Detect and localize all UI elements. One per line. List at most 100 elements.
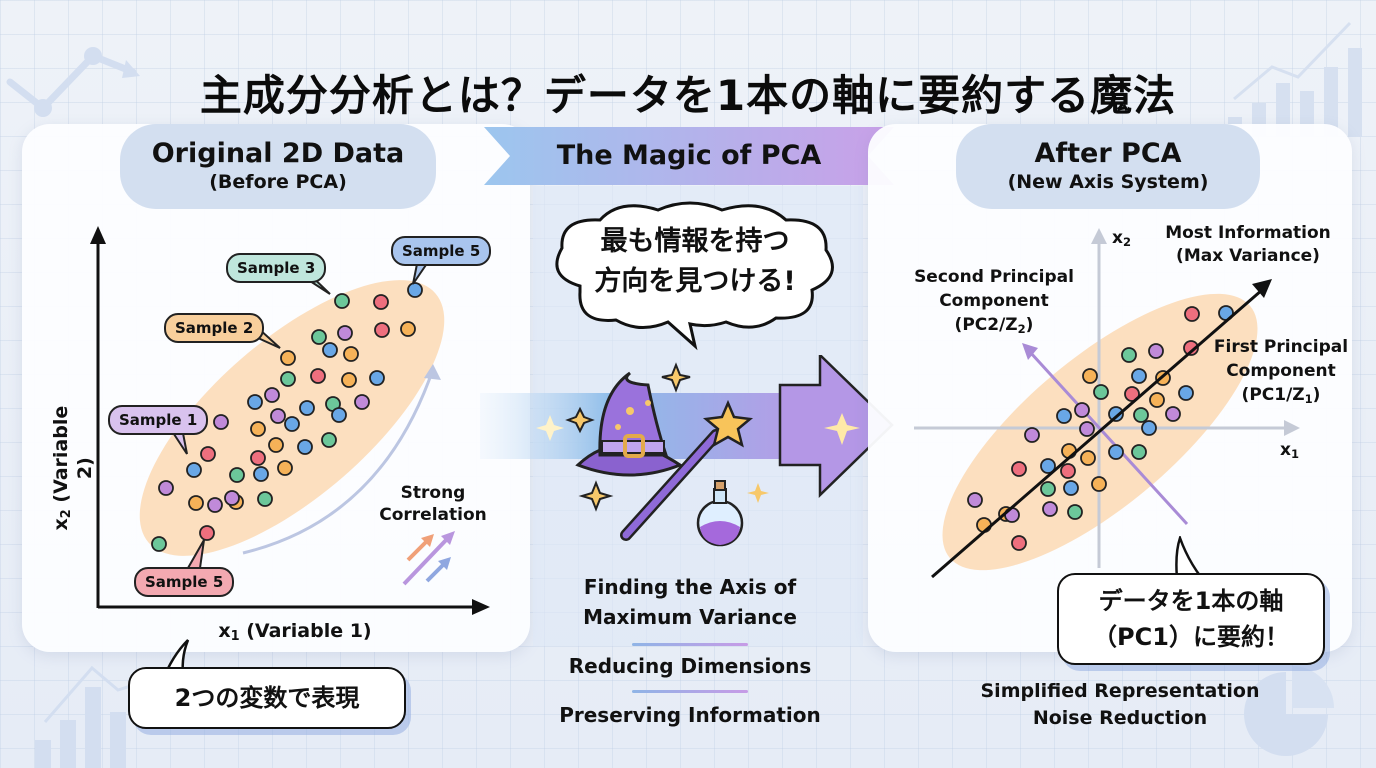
potion-bottle-icon — [696, 480, 744, 547]
data-point — [1178, 385, 1194, 401]
data-point — [1108, 444, 1124, 460]
thought-bubble-cloud — [555, 201, 834, 351]
data-point — [373, 294, 389, 310]
data-point — [334, 293, 350, 309]
subheading-text: (New Axis System) — [1007, 171, 1209, 193]
divider — [632, 690, 748, 693]
x1-axis-label: x1 — [1280, 440, 1299, 461]
caption-line-2: Maximum Variance — [583, 605, 797, 629]
data-point — [268, 437, 284, 453]
decorative-line-chart-icon — [6, 47, 140, 117]
magic-ribbon-banner — [484, 127, 894, 185]
pc1-subscript: 1 — [1304, 391, 1313, 406]
data-point — [207, 497, 223, 513]
data-point — [1067, 504, 1083, 520]
data-point — [1011, 535, 1027, 551]
data-point — [343, 346, 359, 362]
data-point — [1184, 306, 1200, 322]
data-point — [213, 414, 229, 430]
data-point — [299, 400, 315, 416]
callout-line-2: （PC1）に要約！ — [1093, 623, 1289, 651]
data-point — [1040, 481, 1056, 497]
x1-var: x — [1280, 440, 1291, 460]
data-point — [1042, 501, 1058, 517]
x1-subscript: 1 — [1290, 446, 1300, 461]
data-point — [1148, 343, 1164, 359]
data-point — [151, 536, 167, 552]
data-point — [277, 460, 293, 476]
data-point — [1011, 461, 1027, 477]
sparkle-icon — [747, 483, 769, 503]
data-point — [284, 416, 300, 432]
magic-illustration — [480, 355, 894, 547]
x2-var: x — [1112, 228, 1123, 248]
right-arrow-icon — [778, 355, 894, 498]
data-point — [297, 439, 313, 455]
data-point — [354, 394, 370, 410]
data-point — [1141, 420, 1157, 436]
data-point — [1024, 427, 1040, 443]
data-point — [337, 325, 353, 341]
caption-line-1: Finding the Axis of — [583, 575, 797, 599]
sparkle-icon — [661, 362, 691, 393]
data-point — [1149, 392, 1165, 408]
data-point — [1133, 407, 1149, 423]
data-point — [310, 368, 326, 384]
data-point — [1060, 463, 1076, 479]
pc1-axis-line — [931, 288, 1263, 579]
page-title: 主成分分析とは？データを1本の軸に要約する魔法 — [199, 71, 1177, 121]
sample-tag: Sample 1 — [108, 405, 209, 435]
x2-axis-arrow-icon — [1091, 228, 1107, 244]
pc2-subscript: 2 — [1017, 321, 1026, 336]
data-point — [1091, 476, 1107, 492]
pc2-line-2: Component — [939, 291, 1049, 311]
pc1-prefix: (PC1/Z — [1241, 385, 1305, 405]
pc2-label: Second Principal Component (PC2/Z2) — [906, 265, 1082, 341]
magic-wand-icon — [620, 399, 754, 541]
data-point — [188, 495, 204, 511]
data-point — [374, 322, 390, 338]
data-point — [1063, 480, 1079, 496]
data-point — [322, 342, 338, 358]
data-point — [257, 491, 273, 507]
reducing-dimensions-text: Reducing Dimensions — [568, 654, 812, 678]
heading-text: After PCA — [1034, 138, 1182, 169]
data-point — [369, 370, 385, 386]
callout-line-1: データを1本の軸 — [1098, 587, 1284, 615]
pc2-suffix: ) — [1025, 315, 1034, 335]
x2-subscript: 2 — [1122, 234, 1132, 249]
data-point — [1082, 368, 1098, 384]
pc1-label: First Principal Component (PC1/Z1) — [1208, 335, 1354, 411]
data-point — [186, 462, 202, 478]
sparkle-icon — [536, 415, 564, 441]
data-point — [280, 350, 296, 366]
data-point — [1093, 384, 1109, 400]
data-point — [247, 394, 263, 410]
x-axis-text: (Variable 1) — [239, 620, 372, 642]
most-info-line-1: Most Information — [1165, 223, 1331, 243]
divider — [632, 643, 748, 646]
data-point — [1079, 421, 1095, 437]
pc2-line-3: (PC2/Z2) — [906, 313, 1082, 341]
right-footer: Simplified Representation Noise Reductio… — [960, 678, 1280, 732]
data-point — [224, 490, 240, 506]
sample-tag: Sample 5 — [391, 236, 492, 266]
pc2-prefix: (PC2/Z — [954, 315, 1018, 335]
center-caption: Finding the Axis of Maximum Variance — [540, 572, 840, 632]
data-point — [1121, 347, 1137, 363]
data-point — [229, 467, 245, 483]
most-information-label: Most Information (Max Variance) — [1156, 222, 1340, 268]
sample-tag: Sample 5 — [134, 567, 235, 597]
data-point — [331, 407, 347, 423]
x1-axis-arrow-icon — [1284, 420, 1300, 436]
data-point — [967, 492, 983, 508]
pc2-axis-line — [1028, 350, 1189, 526]
data-point — [1183, 340, 1199, 356]
data-point — [400, 321, 416, 337]
data-point — [1040, 458, 1056, 474]
data-point — [280, 371, 296, 387]
data-point — [199, 525, 215, 541]
data-point — [270, 408, 286, 424]
heading-text: Original 2D Data — [151, 138, 405, 169]
